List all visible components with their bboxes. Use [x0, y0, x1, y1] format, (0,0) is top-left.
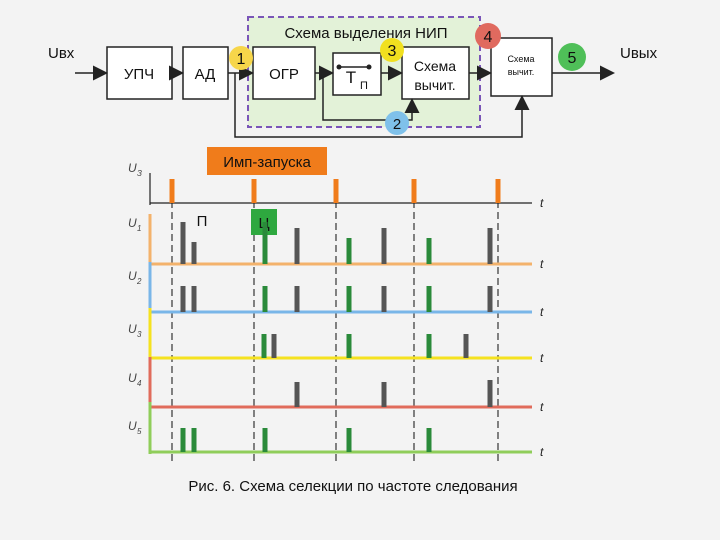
- subtract2-label-2: вычит.: [508, 67, 535, 77]
- pulse-8: [180, 286, 186, 312]
- row-t-label-3: t: [540, 351, 544, 365]
- subtract-label-1: Схема: [414, 58, 456, 74]
- pulse-25: [191, 428, 197, 452]
- row-u-sub-5: 5: [137, 427, 142, 436]
- row-u-sub-4: 4: [137, 379, 142, 388]
- pulse-20: [463, 334, 469, 358]
- launch-pulse-2: [333, 179, 339, 203]
- row-t-label-0: t: [540, 196, 544, 210]
- pulse-26: [262, 428, 268, 452]
- tp-sub-label: П: [360, 80, 368, 92]
- launch-pulse-3: [411, 179, 417, 203]
- pulse-0: [180, 222, 186, 264]
- launch-pulse-0: [169, 179, 175, 203]
- row-u-sub-3: 3: [137, 330, 142, 339]
- pulse-24: [180, 428, 186, 452]
- marker-3: [380, 38, 404, 62]
- tp-dot-right: [366, 64, 372, 70]
- row-u-sub-0: З: [137, 169, 142, 178]
- pulse-7: [487, 228, 493, 264]
- launch-dash-lines: [171, 190, 499, 462]
- pulse-2: [262, 222, 268, 264]
- row-u-label-0: U: [128, 161, 137, 175]
- launch-pulse-1: [251, 179, 257, 203]
- row-t-label-4: t: [540, 400, 544, 414]
- conn-branch-2: [322, 73, 420, 121]
- pulse-14: [426, 286, 432, 312]
- marker-1-text: 1: [237, 51, 246, 68]
- block-diagram: Схема выделения НИП Uвх УПЧ АД ОГР Т П С…: [48, 16, 658, 138]
- tp-main-label: Т: [346, 68, 356, 87]
- pulse-6: [426, 238, 432, 264]
- ogr-block: [252, 46, 316, 100]
- pulse-11: [294, 286, 300, 312]
- ogr-label: ОГР: [269, 66, 299, 83]
- upch-block: [106, 46, 173, 100]
- marker-3-text: 3: [388, 43, 397, 60]
- ad-label: АД: [195, 66, 216, 83]
- pulse-23: [487, 380, 493, 407]
- pulse-9: [191, 286, 197, 312]
- row-u-label-3: U: [128, 322, 137, 336]
- pulse-5: [381, 228, 387, 264]
- imp-label: Имп-запуска: [223, 154, 311, 171]
- marker-4: [475, 23, 501, 49]
- row-u-sub-1: 1: [137, 224, 141, 233]
- marker-5-text: 5: [568, 50, 577, 67]
- subtract-label-2: вычит.: [414, 77, 455, 93]
- tp-block: [332, 52, 382, 96]
- row-u-label-5: U: [128, 419, 137, 433]
- u-out-label: Uвых: [620, 45, 658, 62]
- pulse-10: [262, 286, 268, 312]
- row-u-label-2: U: [128, 269, 137, 283]
- marker-2-text: 2: [393, 116, 401, 133]
- pulse-28: [426, 428, 432, 452]
- pulse-19: [426, 334, 432, 358]
- pulse-17: [271, 334, 277, 358]
- pulse-16: [261, 334, 267, 358]
- pulse-21: [294, 382, 300, 407]
- tag-p: П: [197, 213, 208, 230]
- u-in-label: Uвх: [48, 45, 75, 62]
- pulse-18: [346, 334, 352, 358]
- row-t-label-5: t: [540, 445, 544, 459]
- subtract-block: [401, 46, 470, 100]
- marker-4-text: 4: [484, 29, 493, 46]
- pulses: [169, 179, 501, 452]
- pulse-12: [346, 286, 352, 312]
- pulse-27: [346, 428, 352, 452]
- launch-pulse-4: [495, 179, 501, 203]
- pulse-15: [487, 286, 493, 312]
- figure-caption: Рис. 6. Схема селекции по частоте следов…: [188, 478, 517, 495]
- subtract2-label-1: Схема: [507, 54, 534, 64]
- conn-branch-bypass: [234, 73, 530, 138]
- marker-5: [558, 43, 586, 71]
- marker-2: [385, 111, 409, 135]
- pulse-13: [381, 286, 387, 312]
- upch-label: УПЧ: [124, 66, 154, 83]
- pulse-22: [381, 382, 387, 407]
- pulse-3: [294, 228, 300, 264]
- pulse-1: [191, 242, 197, 264]
- row-u-label-4: U: [128, 371, 137, 385]
- tp-dot-left: [336, 64, 342, 70]
- row-u-label-1: U: [128, 216, 137, 230]
- marker-1: [229, 46, 253, 70]
- row-t-label-2: t: [540, 305, 544, 319]
- row-u-sub-2: 2: [136, 277, 142, 286]
- nip-title: Схема выделения НИП: [284, 25, 447, 42]
- row-t-label-1: t: [540, 257, 544, 271]
- pulse-4: [346, 238, 352, 264]
- imp-label-box: [207, 147, 327, 175]
